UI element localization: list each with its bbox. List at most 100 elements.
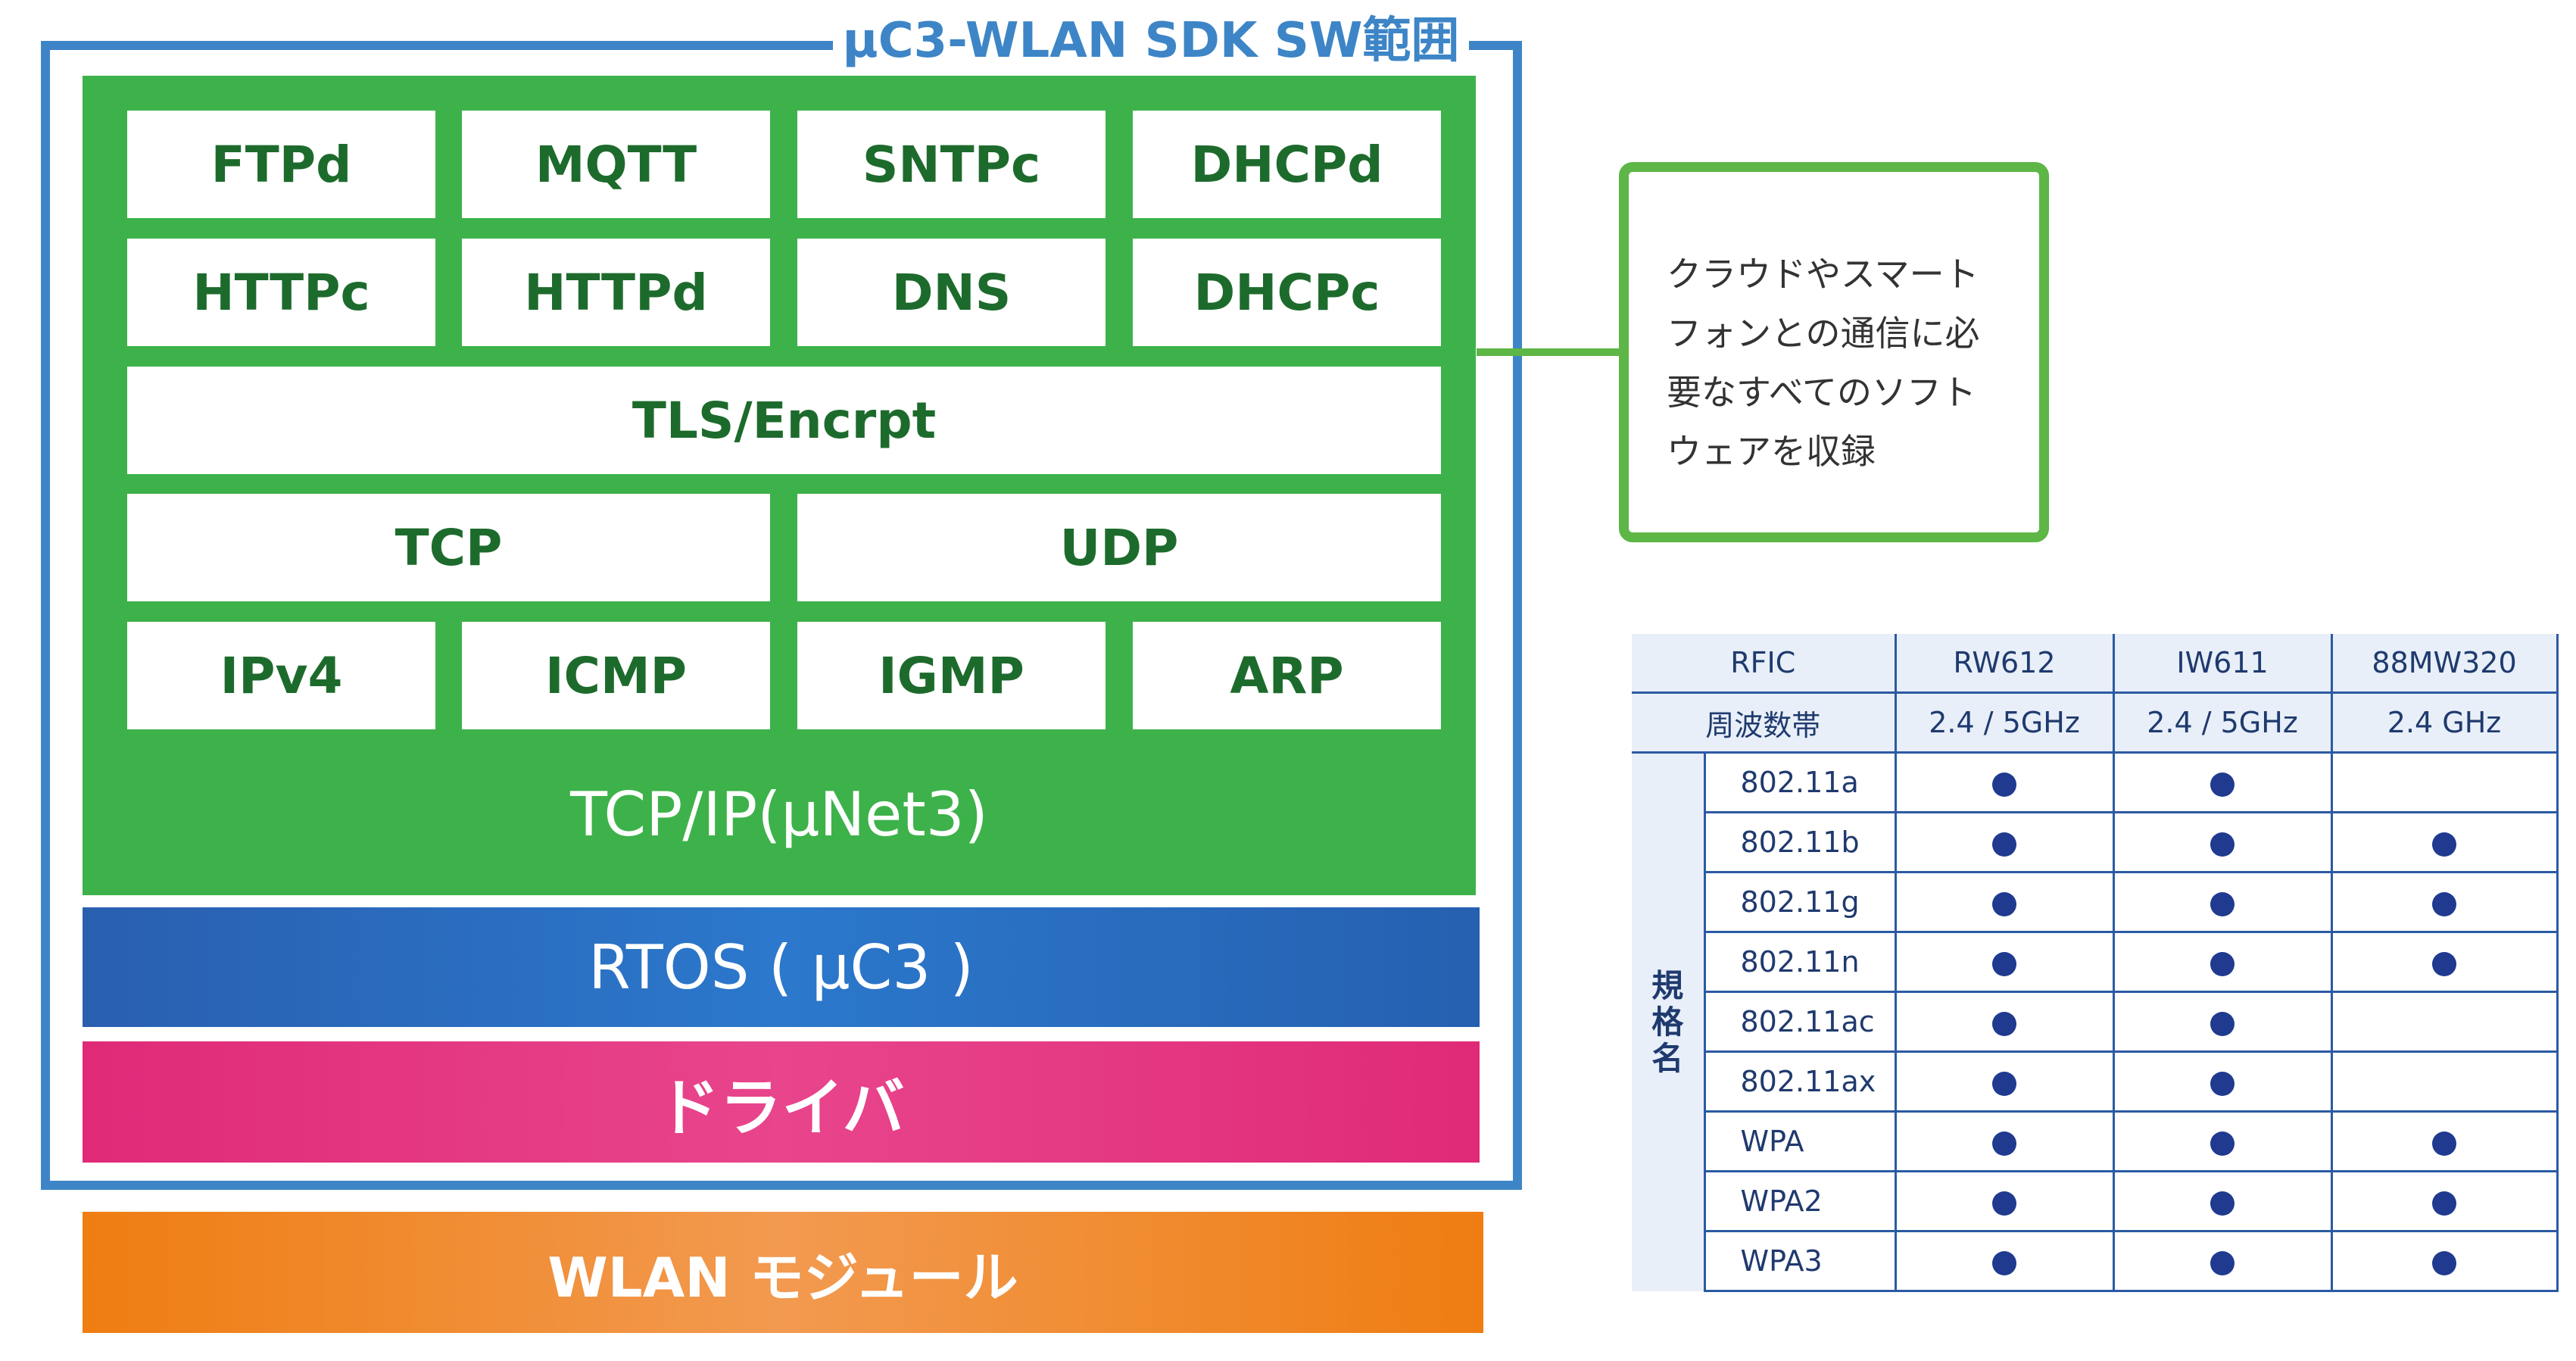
table-row: 802.11g [1632, 871, 2559, 933]
table-support-cell [1894, 931, 2115, 993]
table-row: WPA [1632, 1110, 2559, 1172]
supported-dot-icon [2210, 1011, 2235, 1036]
table-support-cell [2112, 1110, 2333, 1172]
table-support-cell [1894, 1050, 2115, 1113]
table-support-cell [1894, 1110, 2115, 1172]
supported-dot-icon [1992, 1131, 2017, 1156]
table-standard-name: 802.11n [1703, 931, 1897, 993]
table-support-cell [1894, 1170, 2115, 1232]
table-header-row: RFIC RW612 IW611 88MW320 [1632, 634, 2559, 694]
supported-dot-icon [1992, 772, 2017, 797]
table-standard-name: WPA3 [1703, 1230, 1897, 1292]
protocol-cell-icmp: ICMP [462, 622, 770, 729]
table-header-88mw320: 88MW320 [2330, 634, 2559, 694]
table-support-cell [2330, 1170, 2559, 1232]
table-group-label: 規 格 名 [1632, 751, 1706, 1291]
table-standard-name: WPA [1703, 1110, 1897, 1172]
supported-dot-icon [2210, 832, 2235, 857]
table-band-iw611: 2.4 / 5GHz [2112, 691, 2333, 754]
protocol-cell-ftpd: FTPd [127, 111, 435, 218]
table-support-cell [2112, 871, 2333, 933]
table-row: 802.11n [1632, 931, 2559, 993]
table-standard-name: 802.11ac [1703, 991, 1897, 1053]
table-row: 802.11b [1632, 811, 2559, 873]
protocol-cell-mqtt: MQTT [462, 111, 770, 218]
supported-dot-icon [2432, 951, 2457, 976]
protocol-cell-sntpc: SNTPc [797, 111, 1106, 218]
callout-connector [1477, 348, 1622, 356]
protocol-cell-dhcpd: DHCPd [1133, 111, 1441, 218]
table-support-cell [2112, 751, 2333, 813]
protocol-cell-tcp: TCP [127, 494, 770, 601]
rtos-layer: RTOS ( µC3 ) [83, 907, 1480, 1027]
table-support-cell [2330, 1110, 2559, 1172]
supported-dot-icon [2210, 1131, 2235, 1156]
table-support-cell [1894, 811, 2115, 873]
supported-dot-icon [1992, 891, 2017, 916]
supported-dot-icon [2210, 891, 2235, 916]
table-band-88mw320: 2.4 GHz [2330, 691, 2559, 754]
table-row: 802.11ax [1632, 1050, 2559, 1113]
protocol-cell-dns: DNS [797, 239, 1106, 346]
protocol-cell-tls: TLS/Encrpt [127, 367, 1441, 474]
wlan-module-layer: WLAN モジュール [83, 1212, 1483, 1333]
protocol-cell-ipv4: IPv4 [127, 622, 435, 729]
callout-note: クラウドやスマート フォンとの通信に必 要なすべてのソフト ウェアを収録 [1619, 162, 2049, 542]
table-support-cell [1894, 991, 2115, 1053]
supported-dot-icon [2210, 1071, 2235, 1096]
supported-dot-icon [2432, 1191, 2457, 1216]
driver-layer: ドライバ [83, 1041, 1480, 1163]
protocol-cell-arp: ARP [1133, 622, 1441, 729]
table-support-cell [1894, 871, 2115, 933]
supported-dot-icon [2210, 772, 2235, 797]
supported-dot-icon [2210, 1250, 2235, 1275]
table-support-cell [2330, 931, 2559, 993]
table-support-cell [1894, 1230, 2115, 1292]
protocol-cell-dhcpc: DHCPc [1133, 239, 1441, 346]
protocol-cell-udp: UDP [797, 494, 1441, 601]
table-support-cell [2112, 931, 2333, 993]
wlan-spec-table: RFIC RW612 IW611 88MW320 周波数帯 2.4 / 5GHz… [1632, 634, 2559, 1292]
table-support-cell [2330, 871, 2559, 933]
table-standard-name: 802.11b [1703, 811, 1897, 873]
supported-dot-icon [2432, 891, 2457, 916]
table-row: WPA3 [1632, 1230, 2559, 1292]
table-support-cell [2112, 1170, 2333, 1232]
protocol-cell-httpc: HTTPc [127, 239, 435, 346]
table-header-iw611: IW611 [2112, 634, 2333, 694]
table-header-rfic: RFIC [1632, 634, 1897, 694]
supported-dot-icon [2210, 951, 2235, 976]
table-support-cell [1894, 751, 2115, 813]
table-row: WPA2 [1632, 1170, 2559, 1232]
protocol-cell-httpd: HTTPd [462, 239, 770, 346]
table-support-cell [2112, 1230, 2333, 1292]
supported-dot-icon [1992, 1191, 2017, 1216]
table-header-rw612: RW612 [1894, 634, 2115, 694]
supported-dot-icon [2432, 832, 2457, 857]
sdk-title-background [833, 9, 1469, 73]
table-support-cell [2112, 1050, 2333, 1113]
sdk-scope-title: µC3-WLAN SDK SW範囲 [842, 13, 1460, 69]
protocol-cell-igmp: IGMP [797, 622, 1106, 729]
supported-dot-icon [1992, 1011, 2017, 1036]
table-support-cell [2330, 1230, 2559, 1292]
table-band-row: 周波数帯 2.4 / 5GHz 2.4 / 5GHz 2.4 GHz [1632, 691, 2559, 754]
table-row: 802.11ac [1632, 991, 2559, 1053]
supported-dot-icon [1992, 1250, 2017, 1275]
table-standard-name: 802.11ax [1703, 1050, 1897, 1113]
supported-dot-icon [2210, 1191, 2235, 1216]
table-support-cell [2112, 991, 2333, 1053]
tcpip-stack-caption: TCP/IP(µNet3) [570, 779, 988, 850]
table-support-cell [2330, 751, 2559, 813]
table-support-cell [2330, 811, 2559, 873]
supported-dot-icon [2432, 1131, 2457, 1156]
table-support-cell [2330, 1050, 2559, 1113]
table-standard-name: 802.11g [1703, 871, 1897, 933]
supported-dot-icon [1992, 832, 2017, 857]
supported-dot-icon [1992, 951, 2017, 976]
table-standard-name: WPA2 [1703, 1170, 1897, 1232]
table-standard-name: 802.11a [1703, 751, 1897, 813]
table-support-cell [2330, 991, 2559, 1053]
table-support-cell [2112, 811, 2333, 873]
